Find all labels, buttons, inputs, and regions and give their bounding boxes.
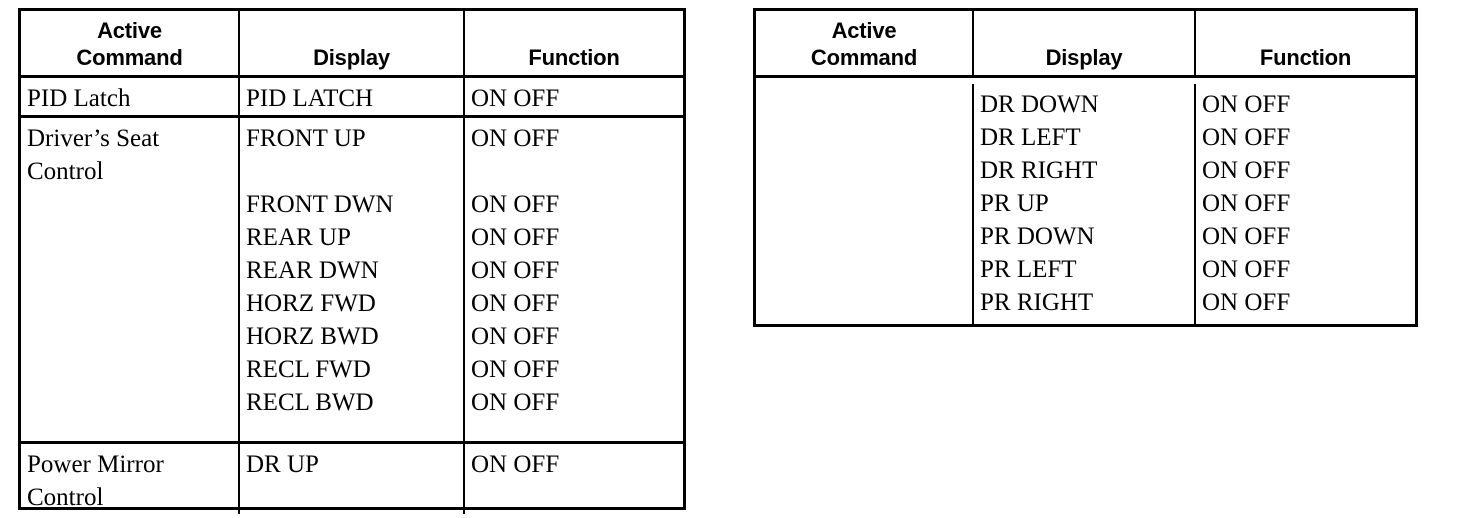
cell-active-command: Driver’s Seat Control (27, 125, 160, 185)
table-row: Power Mirror Control DR UP ON OFF (21, 441, 683, 514)
cell-active-command: Power Mirror Control (27, 451, 164, 511)
cell-display: FRONT UP FRONT DWN REAR UP REAR DWN HORZ… (238, 118, 463, 441)
column-header-active-command-line2: Command (810, 45, 918, 70)
column-header-function: Function (463, 11, 683, 75)
column-header-display-label: Display (313, 45, 390, 70)
table-row: Driver’s Seat Control FRONT UP FRONT DWN… (21, 115, 683, 441)
cell-function: ON OFF ON OFF ON OFF ON OFF ON OFF ON OF… (463, 118, 683, 441)
column-header-active-command-line1: Active (831, 18, 897, 43)
cell-active-command (756, 84, 972, 325)
column-header-display-label: Display (1045, 45, 1123, 70)
column-header-active-command-line1: Active (97, 18, 162, 43)
table-right-grid: Active Command Display Function DR DOWN … (756, 11, 1415, 324)
table-right-header-row: Active Command Display Function (756, 11, 1415, 78)
table-row: DR DOWN DR LEFT DR RIGHT PR UP PR DOWN P… (756, 83, 1415, 325)
column-header-active-command: Active Command (21, 11, 238, 75)
column-header-active-command: Active Command (756, 11, 972, 75)
column-header-function-label: Function (528, 45, 620, 70)
column-header-display: Display (238, 11, 463, 75)
column-header-display: Display (972, 11, 1194, 75)
cell-display: DR UP (238, 444, 463, 514)
cell-active-command: PID Latch (27, 85, 131, 112)
column-header-active-command-line2: Command (76, 45, 183, 70)
table-left-header-row: Active Command Display Function (21, 11, 683, 78)
cell-function: ON OFF (463, 78, 683, 115)
cell-display: DR DOWN DR LEFT DR RIGHT PR UP PR DOWN P… (972, 83, 1194, 324)
table-left-grid: Active Command Display Function PID Latc… (21, 11, 683, 514)
command-table-left: Active Command Display Function PID Latc… (18, 8, 686, 514)
column-header-function-label: Function (1259, 45, 1352, 70)
column-header-function: Function (1194, 11, 1415, 75)
cell-function: ON OFF ON OFF ON OFF ON OFF ON OFF ON OF… (1194, 83, 1415, 324)
cell-display: PID LATCH (238, 78, 463, 115)
command-table-right: Active Command Display Function DR DOWN … (753, 8, 1418, 327)
table-row: PID Latch PID LATCH ON OFF (21, 78, 683, 115)
cell-function: ON OFF (463, 444, 683, 514)
